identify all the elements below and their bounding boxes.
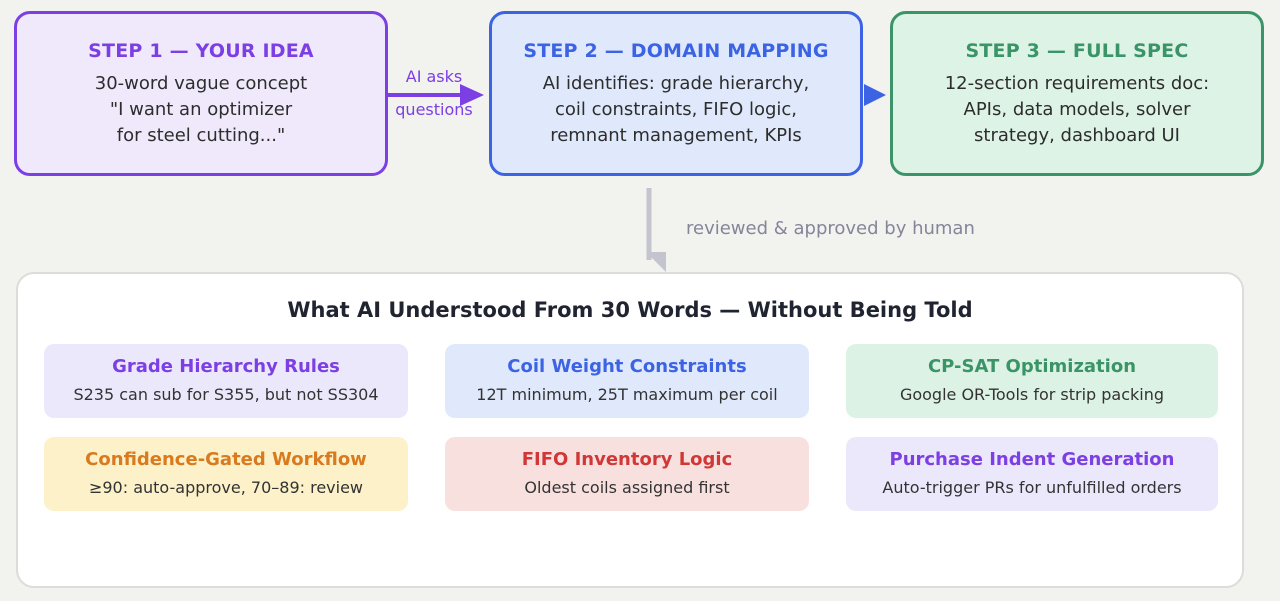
card-grade-hierarchy: Grade Hierarchy Rules S235 can sub for S… <box>44 344 408 418</box>
step-3-title: STEP 3 — FULL SPEC <box>965 40 1189 62</box>
card-description: Auto-trigger PRs for unfulfilled orders <box>882 478 1182 497</box>
arrow-label-line-1: AI asks <box>405 67 463 86</box>
step-2-line: coil constraints, FIFO logic, <box>554 99 798 120</box>
step-2-body: AI identifies: grade hierarchy, coil con… <box>492 71 860 149</box>
card-purchase-indent: Purchase Indent Generation Auto-trigger … <box>846 437 1218 511</box>
step-2-line: AI identifies: grade hierarchy, <box>542 73 810 94</box>
card-fifo-inventory: FIFO Inventory Logic Oldest coils assign… <box>445 437 809 511</box>
step-2-line: remnant management, KPIs <box>550 125 802 146</box>
step-3-line: strategy, dashboard UI <box>974 125 1180 146</box>
arrow-label-line-2: questions <box>395 100 473 119</box>
card-cp-sat: CP-SAT Optimization Google OR-Tools for … <box>846 344 1218 418</box>
card-description: S235 can sub for S355, but not SS304 <box>73 385 379 404</box>
card-description: Oldest coils assigned first <box>524 478 730 497</box>
step-1-line: for steel cutting..." <box>116 125 286 146</box>
step-1-line: "I want an optimizer <box>109 99 293 120</box>
card-title: Grade Hierarchy Rules <box>112 356 340 377</box>
card-title: CP-SAT Optimization <box>927 356 1137 377</box>
step-3-body: 12-section requirements doc: APIs, data … <box>893 71 1261 149</box>
step1-to-step2-arrowhead <box>460 84 484 106</box>
step-1-body: 30-word vague concept "I want an optimiz… <box>17 71 385 149</box>
card-confidence-workflow: Confidence-Gated Workflow ≥90: auto-appr… <box>44 437 408 511</box>
panel-title: What AI Understood From 30 Words — Witho… <box>287 298 973 322</box>
understanding-panel: What AI Understood From 30 Words — Witho… <box>16 272 1244 588</box>
step-3-line: 12-section requirements doc: <box>944 73 1210 94</box>
step-1-title: STEP 1 — YOUR IDEA <box>88 40 314 62</box>
card-title: Coil Weight Constraints <box>507 356 747 377</box>
step-2-box: STEP 2 — DOMAIN MAPPING AI identifies: g… <box>489 11 863 176</box>
step-3-line: APIs, data models, solver <box>963 99 1191 120</box>
approval-label: reviewed & approved by human <box>686 218 975 239</box>
card-title: Purchase Indent Generation <box>889 449 1175 470</box>
card-description: Google OR-Tools for strip packing <box>899 385 1165 404</box>
step-3-box: STEP 3 — FULL SPEC 12-section requiremen… <box>890 11 1264 176</box>
step2-to-step3-arrowhead <box>864 84 886 106</box>
card-title: FIFO Inventory Logic <box>521 449 733 470</box>
step-2-title: STEP 2 — DOMAIN MAPPING <box>523 40 829 62</box>
card-description: 12T minimum, 25T maximum per coil <box>476 385 778 404</box>
card-coil-weight: Coil Weight Constraints 12T minimum, 25T… <box>445 344 809 418</box>
card-title: Confidence-Gated Workflow <box>85 449 367 470</box>
step-1-box: STEP 1 — YOUR IDEA 30-word vague concept… <box>14 11 388 176</box>
step-1-line: 30-word vague concept <box>94 73 308 94</box>
approval-arrowhead <box>646 252 666 272</box>
card-description: ≥90: auto-approve, 70–89: review <box>88 478 364 497</box>
